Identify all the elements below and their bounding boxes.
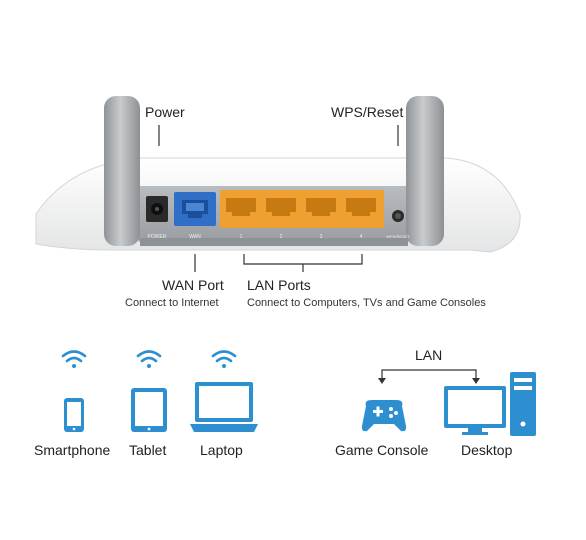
silk-wps: WPS/RESET (386, 234, 410, 239)
wireless-devices-graphic (61, 350, 258, 432)
lan-port-1 (226, 198, 256, 216)
smartphone-icon (64, 398, 84, 432)
lan-port-3 (306, 198, 336, 216)
lan-group-bracket (381, 369, 477, 382)
power-label: Power (145, 104, 185, 120)
wifi-icon (136, 350, 162, 368)
lan-ports-subtitle: Connect to Computers, TVs and Game Conso… (247, 297, 486, 309)
silk-lan-1: 1 (240, 234, 243, 240)
silk-wan: WAN (189, 234, 201, 240)
silk-lan-2: 2 (280, 234, 283, 240)
game-console-label: Game Console (335, 442, 429, 458)
router-illustration: POWER WAN 1 2 3 4 WPS/RESET (35, 96, 521, 272)
left-antenna (104, 96, 140, 246)
lan-port-2 (266, 198, 296, 216)
tablet-label: Tablet (129, 442, 167, 458)
laptop-icon (190, 382, 258, 432)
wps-reset-label: WPS/Reset (331, 104, 404, 120)
lan-port-4 (346, 198, 376, 216)
right-antenna (406, 96, 444, 246)
tablet-icon (131, 388, 167, 432)
silk-lan-4: 4 (360, 234, 363, 240)
lan-port-housing (220, 190, 384, 228)
lan-group-title: LAN (415, 347, 443, 363)
wan-port (174, 192, 216, 226)
wifi-icon (211, 350, 237, 368)
silk-lan-3: 3 (320, 234, 323, 240)
laptop-label: Laptop (200, 442, 243, 458)
smartphone-label: Smartphone (34, 442, 111, 458)
power-jack (146, 196, 168, 222)
game-console-icon (361, 400, 407, 432)
silk-power: POWER (148, 234, 167, 240)
wps-reset-button (392, 210, 404, 222)
lan-ports-label: LAN Ports (247, 277, 311, 293)
wired-devices-graphic (361, 369, 536, 436)
desktop-label: Desktop (461, 442, 513, 458)
wifi-icon (61, 350, 87, 368)
desktop-icon (444, 372, 536, 436)
wan-port-label: WAN Port (162, 277, 224, 293)
wan-port-subtitle: Connect to Internet (125, 297, 219, 309)
lan-bracket (243, 254, 363, 272)
